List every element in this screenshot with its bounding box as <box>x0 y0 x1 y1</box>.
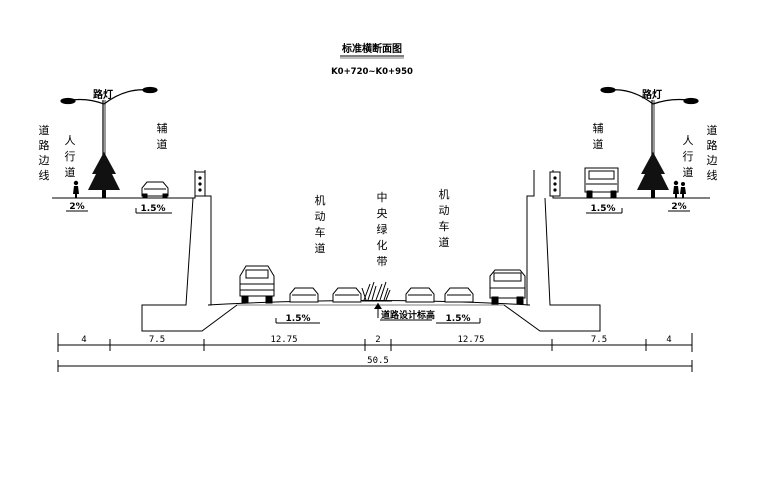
slope-aux-right: 1.5% <box>586 204 623 214</box>
dim-segment-4: 2 <box>375 335 380 345</box>
dim-segment-7: 4 <box>666 335 671 345</box>
design-elevation-marker: 道路设计标高 <box>374 303 435 321</box>
drawing-title: 标准横断面图 <box>341 42 402 55</box>
design-elevation-label: 道路设计标高 <box>381 309 435 321</box>
pedestrians-right-icon <box>673 180 686 198</box>
aux-road-label-right: 辅道 <box>593 121 604 151</box>
drawing-subtitle: K0+720~K0+950 <box>331 67 413 77</box>
median-label: 中央绿化带 <box>377 191 388 268</box>
dimension-line-total <box>57 360 693 372</box>
svg-text:1.5%: 1.5% <box>286 314 311 324</box>
sidewalk-label-left: 人行道 <box>65 134 76 179</box>
slope-main-left: 1.5% <box>275 314 320 324</box>
svg-text:2%: 2% <box>671 202 686 212</box>
road-edge-label-left: 道路边线 <box>39 123 50 182</box>
sidewalk-label-right: 人行道 <box>683 134 694 179</box>
road-edge-label-right: 道路边线 <box>707 123 718 182</box>
wall-cap-right <box>549 171 561 197</box>
car-main-left-2-icon <box>332 287 362 303</box>
dim-total: 50.5 <box>367 356 389 366</box>
dim-segment-5: 12.75 <box>457 335 484 345</box>
slope-sidewalk-right: 2% <box>668 202 690 212</box>
wall-cap-left <box>194 171 206 197</box>
svg-text:1.5%: 1.5% <box>446 314 471 324</box>
car-aux-left-icon <box>141 181 169 199</box>
tree-right-icon <box>637 152 669 198</box>
truck-main-left-icon <box>239 265 275 304</box>
pedestrian-left-icon <box>73 180 79 198</box>
truck-aux-right-icon <box>584 167 619 199</box>
streetlight-left <box>60 86 158 198</box>
aux-road-label-left: 辅道 <box>157 121 168 151</box>
slope-aux-left: 1.5% <box>135 204 172 214</box>
slope-main-right: 1.5% <box>436 314 481 324</box>
dim-segment-2: 7.5 <box>149 335 165 345</box>
svg-text:1.5%: 1.5% <box>591 204 616 214</box>
tree-left-icon <box>88 152 120 198</box>
car-main-left-1-icon <box>289 287 319 303</box>
dim-segment-1: 4 <box>81 335 86 345</box>
car-main-right-1-icon <box>405 287 435 303</box>
svg-text:1.5%: 1.5% <box>141 204 166 214</box>
motor-lane-label-right: 机动车道 <box>439 187 450 249</box>
car-main-right-2-icon <box>444 287 474 303</box>
svg-text:2%: 2% <box>69 202 84 212</box>
dim-segment-6: 7.5 <box>591 335 607 345</box>
streetlight-label-right: 路灯 <box>642 88 662 101</box>
slope-sidewalk-left: 2% <box>66 202 88 212</box>
truck-main-right-icon <box>489 269 526 305</box>
dim-segment-3: 12.75 <box>270 335 297 345</box>
median-shrubs-icon <box>361 281 392 302</box>
motor-lane-label-left: 机动车道 <box>315 193 326 255</box>
dimension-line-segments <box>57 333 693 352</box>
streetlight-label-left: 路灯 <box>93 88 113 101</box>
